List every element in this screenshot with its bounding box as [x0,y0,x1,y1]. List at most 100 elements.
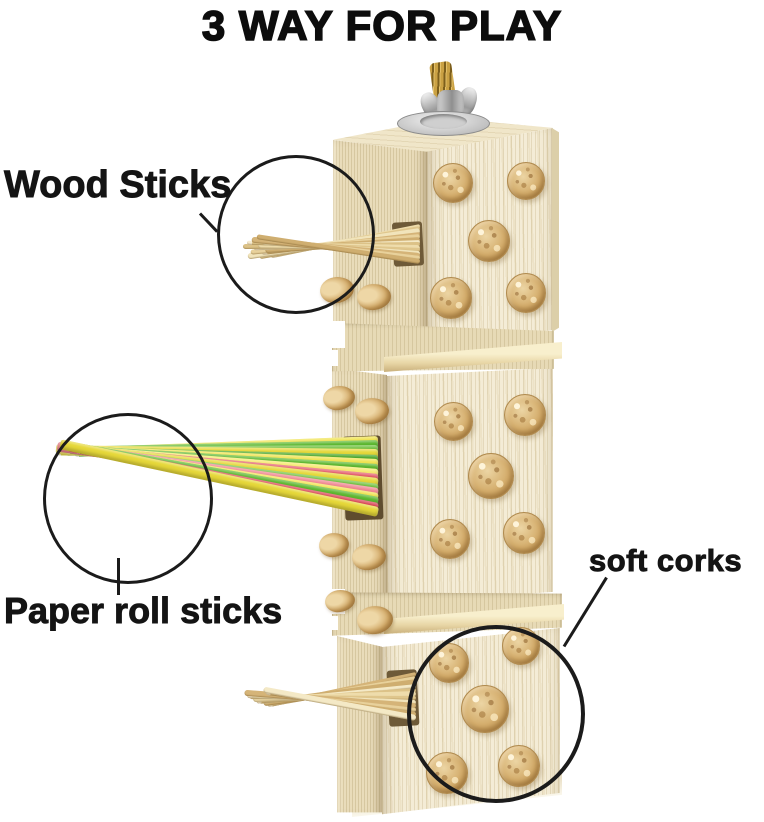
wood-stick [252,691,417,702]
paper-roll-stick [74,443,379,508]
wood-stick [256,233,421,264]
paper-roll-stick [59,439,380,517]
shelf-board-1 [384,342,562,372]
paper-sticks-circle [43,413,213,584]
soft-corks-circle [407,625,585,803]
wood-stick [242,242,421,250]
wood-stick [265,689,417,717]
wood-stick [266,237,421,261]
side-notch [329,350,338,366]
wood-sticks-circle [217,155,375,314]
wood-sticks-pointer-line [198,212,219,233]
side-cork [321,383,357,413]
top-block-right-edge [552,128,559,332]
wood-stick [267,691,417,712]
middle-block-front-face [387,368,553,604]
cork [426,752,468,794]
side-notch [330,589,345,614]
washer-inner [420,114,467,129]
wood-stick [254,240,421,251]
cork [468,220,510,262]
bottom-block-side-face [337,636,382,813]
paper-roll-stick [83,435,379,456]
side-cork [317,531,351,559]
cork [461,685,509,733]
wood-sticks-slot-bottom [386,669,420,727]
wood-stick [247,228,421,260]
paper-roll-stick [81,446,379,464]
wood-stick [244,689,417,709]
washer [397,111,490,136]
wood-stick [265,236,421,253]
cork [429,643,469,683]
cork [503,512,545,554]
side-cork [323,588,357,614]
wood-stick [256,687,417,704]
wood-stick [263,686,417,721]
cork [433,401,473,441]
wood-stick [257,242,421,251]
paper-roll-stick [73,439,379,457]
wood-stick [270,224,421,259]
wood-stick [259,684,417,704]
paper-roll-stick [64,445,379,456]
wing-nut-right-wing [453,84,481,119]
cork [502,627,540,665]
wood-stick [251,236,421,259]
wood-stick [270,672,417,707]
wood-stick [266,675,417,707]
wood-stick [263,679,417,707]
cork [433,163,473,203]
paper-roll-stick [55,443,379,479]
shelf-board-2 [384,604,564,634]
soft-corks-pointer-line [562,576,608,648]
paper-roll-stick [81,445,379,483]
side-cork [355,282,393,312]
cork [498,745,540,787]
side-cork [355,604,395,636]
wing-nut [437,90,464,121]
paper-roll-stick [83,445,379,503]
wood-stick [259,226,421,260]
cork [430,519,470,559]
gap-recess-2 [332,592,562,636]
cork [468,453,514,499]
wood-stick [247,240,421,253]
wood-stick [249,695,417,700]
cork [430,277,472,319]
paper-roll-stick [64,443,379,493]
wood-stick [262,239,421,256]
wing-nut-left-wing [417,89,445,122]
cork [504,394,546,436]
middle-block-side-face [332,368,387,600]
gap-recess-1 [332,322,554,372]
side-cork [353,396,391,426]
paper-roll-stick [67,441,379,512]
side-cork [350,542,388,572]
cork [507,162,545,200]
paper-sticks-pointer-line [117,558,120,595]
page-title: 3 WAY FOR PLAY [201,1,563,50]
bottom-block-bottom-edge [352,768,562,817]
cork [506,273,546,313]
paper-roll-stick [55,445,379,460]
paper-roll-sticks-label: Paper roll sticks [4,590,283,632]
wood-sticks-label: Wood Sticks [4,164,232,207]
paper-sticks-hole [342,435,384,521]
side-cork [318,274,356,306]
soft-corks-label: soft corks [589,543,743,579]
top-block-front-face [427,128,553,343]
wood-stick [261,232,421,256]
side-notch [330,616,338,630]
side-notch [329,321,345,348]
